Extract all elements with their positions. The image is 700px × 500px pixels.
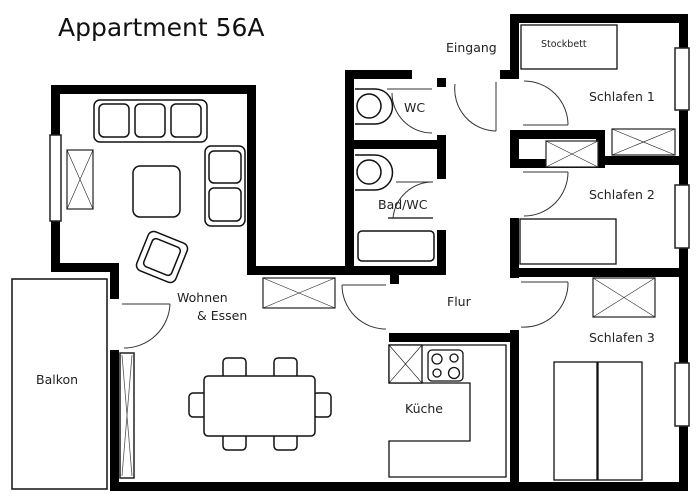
room-label-bad-wc: Bad/WC <box>378 197 428 212</box>
room-label-schlafen-3: Schlafen 3 <box>589 330 655 345</box>
room-label-eingang: Eingang <box>446 40 497 55</box>
windows <box>49 47 690 479</box>
wardrobes <box>545 128 676 318</box>
kitchen-counter <box>388 344 507 478</box>
room-label-wohnen: Wohnen <box>177 290 228 305</box>
room-label-schlafen-2: Schlafen 2 <box>589 187 655 202</box>
balkon-outline <box>11 278 108 490</box>
room-label-essen: & Essen <box>197 308 248 323</box>
doors <box>122 80 569 349</box>
room-label-kueche: Küche <box>405 401 443 416</box>
page-title: Appartment 56A <box>58 13 265 42</box>
room-label-flur: Flur <box>447 294 471 309</box>
toilet-icon <box>355 88 435 262</box>
sofa-icon <box>93 99 246 227</box>
armchair-icon <box>135 230 189 284</box>
room-label-wc: WC <box>404 100 426 115</box>
label-stockbett: Stockbett <box>541 39 587 50</box>
window-cross-balkon <box>121 354 133 477</box>
cabinet-icon <box>66 149 336 309</box>
room-label-balkon: Balkon <box>36 372 79 387</box>
bedroom-furniture <box>519 24 643 481</box>
dining-table-icon <box>188 357 332 451</box>
room-label-schlafen-1: Schlafen 1 <box>589 89 655 104</box>
